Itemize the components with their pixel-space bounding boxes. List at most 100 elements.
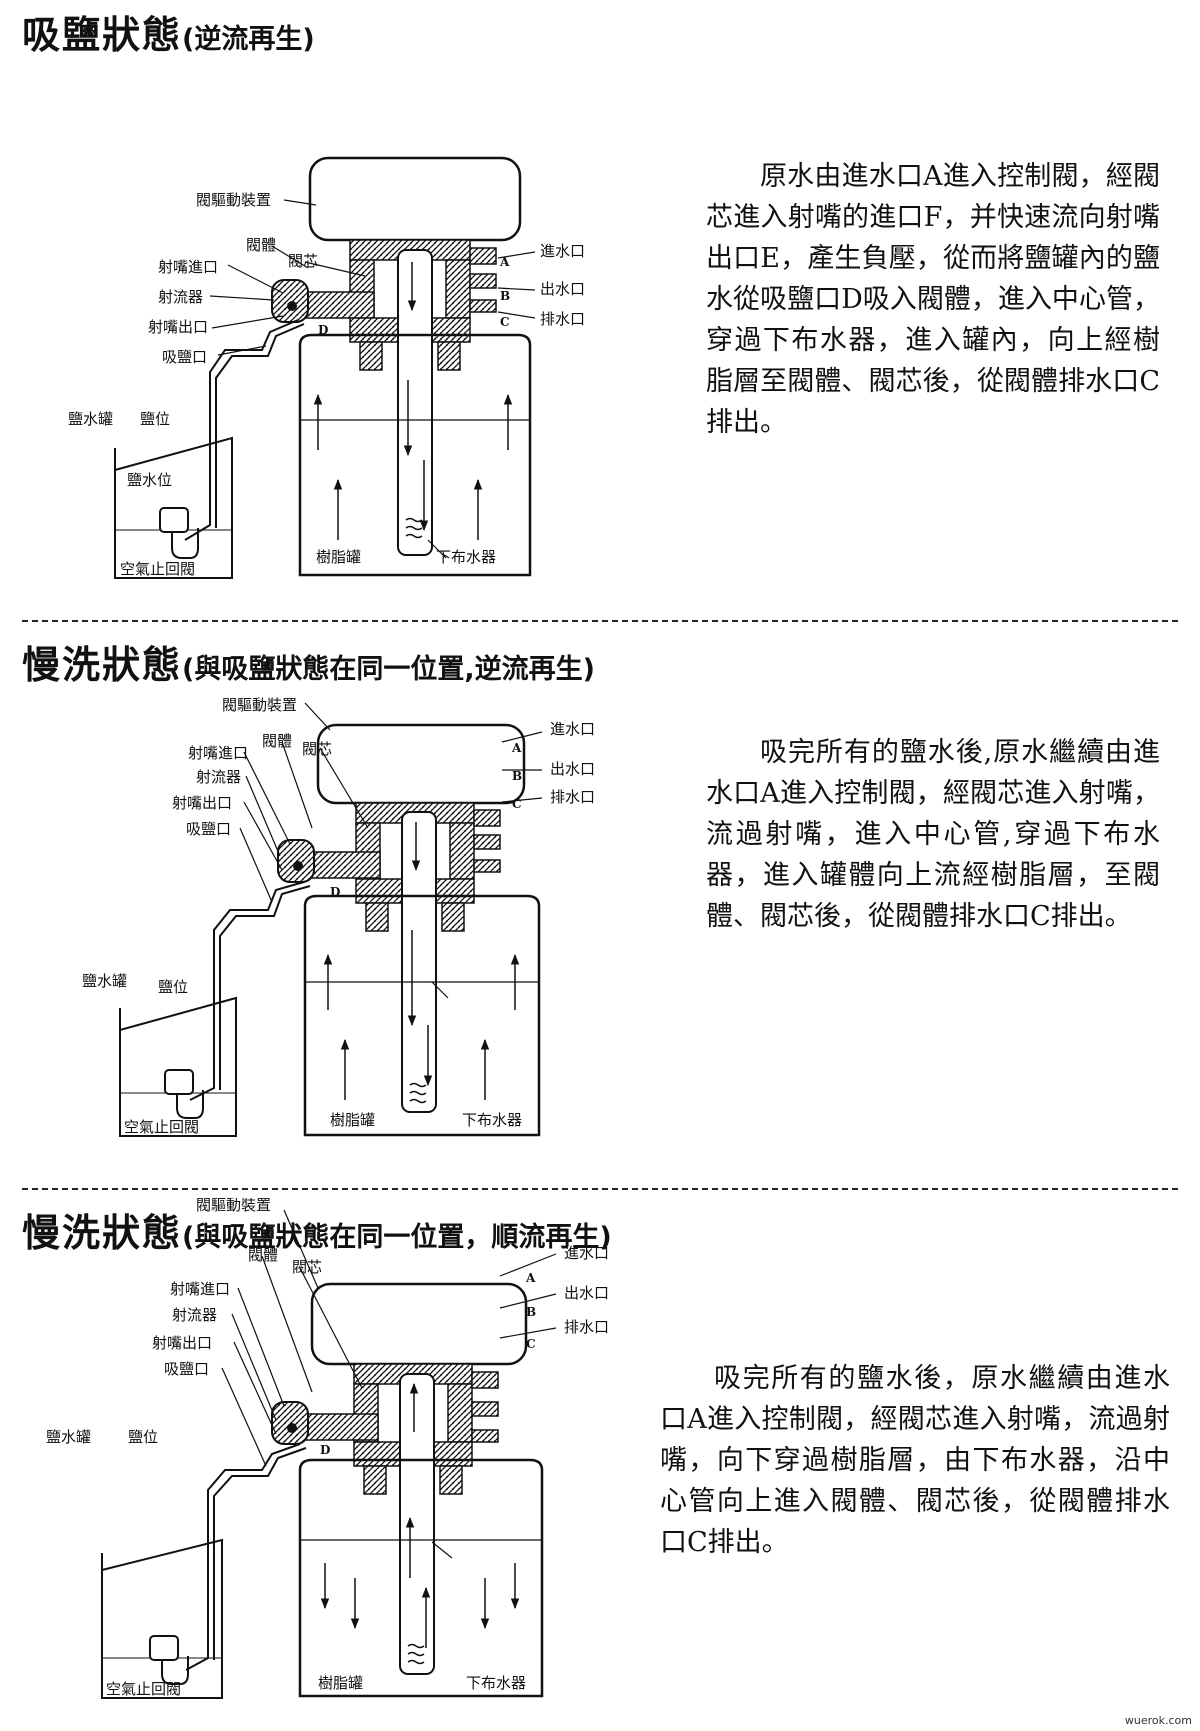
- section-slow-rinse-counter: 慢洗狀態(與吸鹽狀態在同一位置,逆流再生): [0, 630, 1200, 1180]
- section-title-sub: (與吸鹽狀態在同一位置,逆流再生): [182, 654, 595, 685]
- brine-tank: [114, 436, 233, 579]
- label-nozzle-outlet: 射嘴出口: [152, 1334, 212, 1352]
- label-drive: 閥驅動裝置: [222, 696, 297, 714]
- brine-tank: [101, 1538, 223, 1699]
- section-title-sub: (逆流再生): [182, 24, 315, 55]
- label-valve-core: 閥芯: [302, 740, 332, 758]
- label-outlet: 出水口: [540, 280, 585, 298]
- section-title: 慢洗狀態(與吸鹽狀態在同一位置，順流再生): [22, 1202, 612, 1257]
- label-ejector: 射流器: [158, 288, 203, 306]
- label-distributor: 下布水器: [466, 1674, 526, 1692]
- port-letter-c: C: [500, 315, 510, 329]
- section-description: 吸完所有的鹽水後,原水繼續由進水口A進入控制閥，經閥芯進入射嘴，流過射嘴，進入中…: [706, 732, 1160, 937]
- label-inlet: 進水口: [540, 242, 585, 260]
- section-title-main: 慢洗狀態: [22, 643, 183, 687]
- port-letter-a: A: [525, 1271, 536, 1285]
- label-nozzle-inlet: 射嘴進口: [170, 1280, 230, 1298]
- resin-tank: [298, 1458, 544, 1698]
- section-title: 慢洗狀態(與吸鹽狀態在同一位置,逆流再生): [22, 634, 595, 689]
- port-letter-b: B: [500, 289, 510, 303]
- label-valve-body: 閥體: [248, 1246, 278, 1264]
- label-brine-inlet: 吸鹽口: [162, 348, 207, 366]
- resin-tank: [303, 894, 541, 1137]
- label-outlet: 出水口: [564, 1284, 609, 1302]
- label-brine-tank: 鹽水罐: [46, 1428, 91, 1446]
- valve-body: [297, 239, 497, 371]
- section-title-main: 慢洗狀態: [22, 1211, 183, 1255]
- distributor: [407, 1643, 425, 1665]
- label-inlet: 進水口: [550, 720, 595, 738]
- description-text: 原水由進水口A進入控制閥，經閥芯進入射嘴的進口F，并快速流向射嘴出口E，產生負壓…: [706, 161, 1160, 438]
- label-valve-body: 閥體: [246, 236, 276, 254]
- flow-arrows: [320, 1382, 520, 1648]
- port-letter-c: C: [526, 1337, 536, 1351]
- label-valve-body: 閥體: [262, 732, 292, 750]
- label-brine-level: 鹽水位: [127, 471, 172, 489]
- port-letter-d: D: [318, 323, 328, 337]
- air-check-valve: [164, 1069, 204, 1119]
- brine-line: [185, 1443, 301, 1671]
- label-ejector: 射流器: [172, 1306, 217, 1324]
- ejector: [271, 1401, 309, 1445]
- label-air-check: 空氣止回閥: [124, 1118, 199, 1136]
- center-pipe: [401, 811, 437, 1113]
- label-salt-level: 鹽位: [128, 1428, 158, 1446]
- label-leaders: [209, 199, 536, 559]
- resin-tank: [298, 333, 532, 577]
- label-valve-core: 閥芯: [288, 252, 318, 270]
- label-drain: 排水口: [564, 1318, 609, 1336]
- section-divider: [22, 1188, 1178, 1190]
- valve-diagram: 閥驅動裝置 閥體 閥芯 射嘴進口 射流器 射嘴出口 吸鹽口 鹽水罐 鹽位 鹽水位…: [68, 156, 585, 579]
- center-pipe: [397, 249, 433, 556]
- description-text: 吸完所有的鹽水後,原水繼續由進水口A進入控制閥，經閥芯進入射嘴，流過射嘴，進入中…: [706, 737, 1160, 932]
- port-letter-b: B: [526, 1305, 536, 1319]
- label-air-check: 空氣止回閥: [120, 560, 195, 578]
- ejector: [271, 279, 309, 323]
- port-letter-a: A: [499, 255, 510, 269]
- label-drain: 排水口: [540, 310, 585, 328]
- port-letter-d: D: [320, 1443, 330, 1457]
- distributor: [409, 1082, 427, 1104]
- port-letter-d: D: [330, 885, 340, 899]
- label-nozzle-outlet: 射嘴出口: [172, 794, 232, 812]
- valve-drive-unit: [316, 723, 526, 805]
- section-description: 原水由進水口A進入控制閥，經閥芯進入射嘴的進口F，并快速流向射嘴出口E，產生負壓…: [706, 156, 1160, 443]
- label-outlet: 出水口: [550, 760, 595, 778]
- port-letter-a: A: [511, 741, 522, 755]
- brine-line: [184, 319, 299, 541]
- label-distributor: 下布水器: [462, 1111, 522, 1129]
- label-brine-inlet: 吸鹽口: [186, 820, 231, 838]
- label-drive: 閥驅動裝置: [196, 191, 271, 209]
- port-letter-b: B: [512, 769, 522, 783]
- valve-drive-unit: [310, 1282, 528, 1366]
- section-title-main: 吸鹽狀態: [22, 13, 183, 57]
- port-letter-c: C: [512, 797, 522, 811]
- section-slow-rinse-co: 慢洗狀態(與吸鹽狀態在同一位置，順流再生): [0, 1198, 1200, 1728]
- valve-diagram: 閥驅動裝置 閥體 閥芯 射嘴進口 射流器 射嘴出口 吸鹽口 鹽水罐 鹽位 空氣止…: [46, 1198, 609, 1699]
- label-inlet: 進水口: [564, 1244, 609, 1262]
- section-description: 吸完所有的鹽水後，原水繼續由進水口A進入控制閥，經閥芯進入射嘴，流過射嘴，向下穿…: [660, 1358, 1170, 1563]
- valve-body: [301, 1363, 499, 1495]
- brine-line: [189, 881, 305, 1101]
- section-brine-draw: 吸鹽狀態(逆流再生): [0, 0, 1200, 620]
- label-brine-tank: 鹽水罐: [82, 972, 127, 990]
- section-title: 吸鹽狀態(逆流再生): [22, 4, 315, 59]
- label-brine-tank: 鹽水罐: [68, 410, 113, 428]
- label-nozzle-inlet: 射嘴進口: [158, 258, 218, 276]
- watermark: wuerok.com: [1124, 1714, 1192, 1727]
- label-salt-level: 鹽位: [158, 978, 188, 996]
- distributor: [405, 517, 423, 539]
- description-text: 吸完所有的鹽水後，原水繼續由進水口A進入控制閥，經閥芯進入射嘴，流過射嘴，向下穿…: [660, 1363, 1170, 1558]
- section-divider: [22, 620, 1178, 622]
- valve-diagram: 閥驅動裝置 閥體 閥芯 射嘴進口 射流器 射嘴出口 吸鹽口 鹽水罐 鹽位 空氣止…: [82, 696, 595, 1137]
- label-resin-tank: 樹脂罐: [330, 1111, 375, 1129]
- label-nozzle-inlet: 射嘴進口: [188, 744, 248, 762]
- label-brine-inlet: 吸鹽口: [164, 1360, 209, 1378]
- label-ejector: 射流器: [196, 768, 241, 786]
- label-drive: 閥驅動裝置: [196, 1198, 271, 1214]
- label-nozzle-outlet: 射嘴出口: [148, 318, 208, 336]
- ejector: [277, 839, 315, 883]
- label-leaders: [239, 702, 543, 999]
- label-resin-tank: 樹脂罐: [316, 548, 361, 566]
- label-resin-tank: 樹脂罐: [318, 1674, 363, 1692]
